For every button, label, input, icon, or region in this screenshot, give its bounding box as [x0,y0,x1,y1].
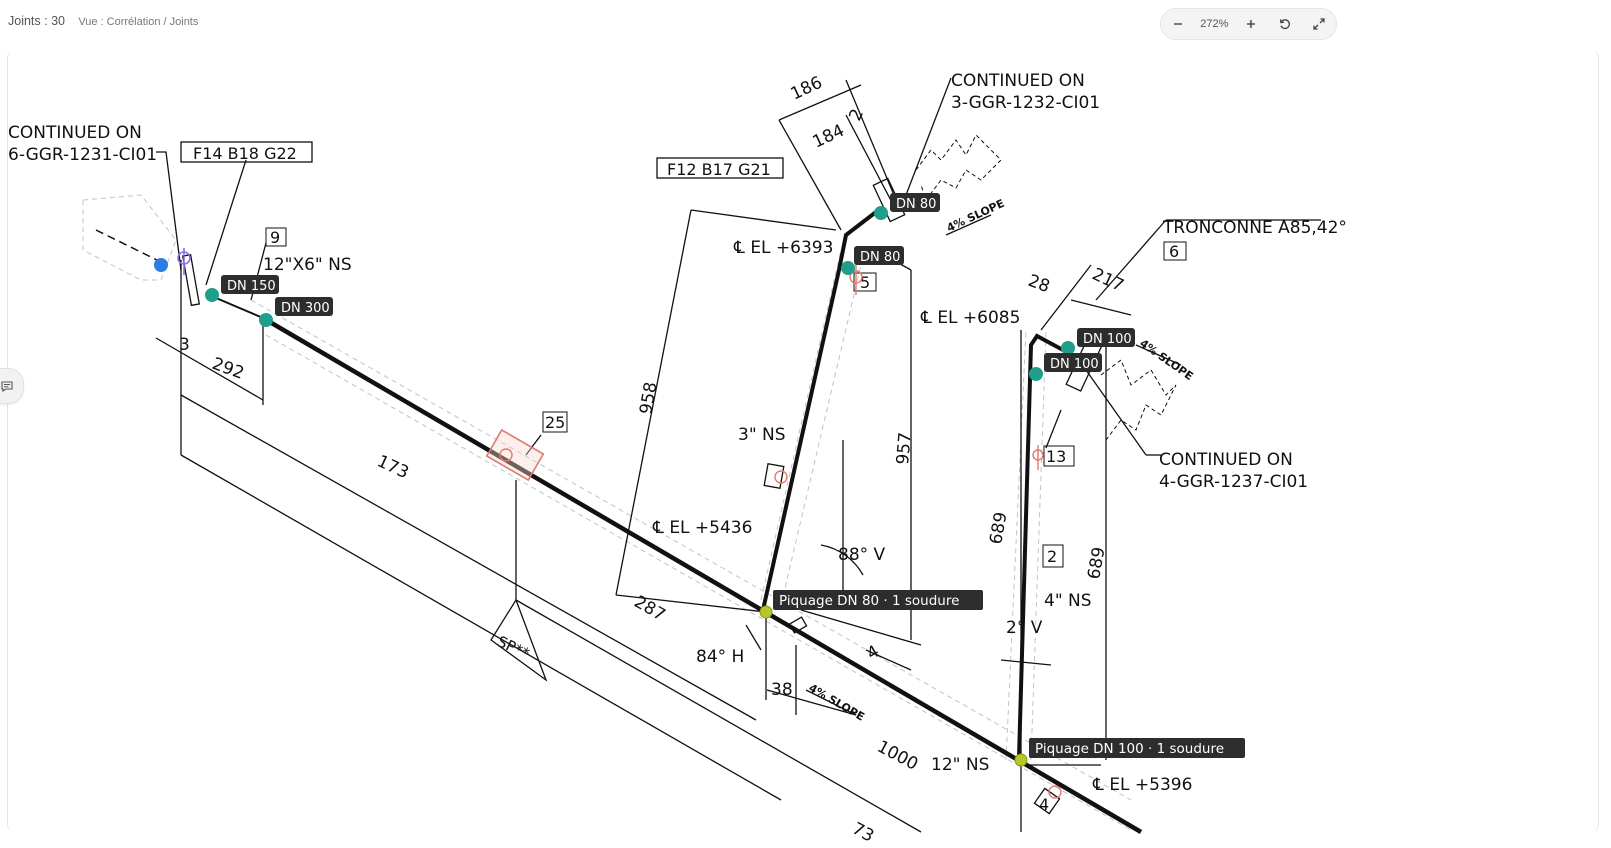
piquage-tag-dn100[interactable]: Piquage DN 100 · 1 soudure [1029,738,1245,758]
tag-dn100-b-text: DN 100 [1050,357,1099,372]
continued-right-line2: 4-GGR-1237-CI01 [1159,472,1308,492]
dim-957: 957 [893,431,916,465]
slope-top: 4% SLOPE [945,197,1007,235]
elevation-6085: ℄ EL +6085 [920,308,1020,328]
size-12x6: 12"X6" NS [263,255,352,275]
box-f14: F14 B18 G22 [193,144,297,163]
angle-2v: 2° V [1006,618,1043,638]
comment-icon [1,381,13,393]
tag-dn100-a[interactable]: DN 100 [1077,328,1135,347]
elevation-5396: ℄ EL +5396 [1092,775,1192,795]
tag-dn300-text: DN 300 [281,301,330,316]
dim-4: 4 [864,642,883,665]
dim-3: 3 [179,335,190,355]
angle-84h: 84° H [696,647,744,667]
isometric-drawing-viewport[interactable]: CONTINUED ON 6-GGR-1231-CI01 CONTINUED O… [7,50,1599,847]
continued-left-line1: CONTINUED ON [8,123,142,143]
dim-28: 28 [1025,271,1052,297]
size-4ns: 4" NS [1044,591,1092,611]
view-label: Vue : Corrélation / Joints [78,16,199,28]
piquage-marker-dn100[interactable] [1014,753,1028,767]
tag-dn150[interactable]: DN 150 [221,275,279,294]
tag-dn100-b[interactable]: DN 100 [1044,353,1102,372]
zoom-toolbar: 272% [1160,8,1337,40]
selected-joint-marker[interactable] [154,258,168,272]
continued-left-line2: 6-GGR-1231-CI01 [8,145,157,165]
box-4: 4 [1039,795,1049,814]
minus-icon [1174,23,1183,25]
elevation-5436: ℄ EL +5436 [652,518,752,538]
rotate-ccw-icon [1279,19,1290,30]
continued-right-line1: CONTINUED ON [1159,450,1293,470]
tag-dn150-text: DN 150 [227,279,276,294]
sp-label: SP** [494,632,532,663]
tag-dn100-a-text: DN 100 [1083,332,1132,347]
size-12ns: 12" NS [931,755,989,775]
angle-88v: 88° V [838,545,886,565]
box-2: 2 [1047,547,1057,566]
continued-top-line2: 3-GGR-1232-CI01 [951,93,1100,113]
zoom-out-button[interactable] [1166,12,1190,36]
tag-dn80-a-text: DN 80 [896,197,936,212]
tag-dn80-a[interactable]: DN 80 [890,193,940,212]
box-25: 25 [545,413,565,432]
joint-marker-dn100-b[interactable] [1029,367,1043,381]
elevation-6393: ℄ EL +6393 [733,238,833,258]
joint-count: Joints : 30 [8,14,65,28]
dim-38: 38 [771,680,793,700]
size-3ns: 3" NS [738,425,786,445]
piquage-tag-dn80-text: Piquage DN 80 · 1 soudure [779,593,959,609]
box-6: 6 [1169,242,1179,261]
box-9: 9 [270,228,280,247]
zoom-in-button[interactable] [1239,12,1263,36]
dim-292: 292 [209,354,246,384]
dim-184: 184 [810,121,848,153]
dim-186: 186 [788,73,826,105]
header-info: Joints : 30 Vue : Corrélation / Joints [8,14,198,28]
joint-marker-dn150[interactable] [205,288,219,302]
isometric-drawing: CONTINUED ON 6-GGR-1231-CI01 CONTINUED O… [8,71,1347,847]
expand-icon [1313,18,1325,30]
comments-toggle[interactable] [0,368,24,404]
plus-icon [1246,20,1255,28]
joint-marker-dn300[interactable] [259,313,273,327]
continued-top-line1: CONTINUED ON [951,71,1085,91]
dim-958: 958 [636,380,661,415]
dim-217: 217 [1089,264,1127,296]
piquage-tag-dn100-text: Piquage DN 100 · 1 soudure [1035,741,1224,757]
dim-173: 173 [374,451,412,483]
tag-dn300[interactable]: DN 300 [275,297,333,316]
tag-dn80-b[interactable]: DN 80 [854,246,904,265]
joint-marker-dn80-b[interactable] [841,261,855,275]
joint-marker-dn100-a[interactable] [1061,341,1075,355]
fullscreen-button[interactable] [1307,12,1331,36]
tronconne-label: TRONCONNE A85,42° [1162,218,1347,238]
dim-1000: 1000 [874,737,922,775]
piquage-marker-dn80[interactable] [759,605,773,619]
dim-689-left: 689 [986,510,1011,545]
joint-marker-dn80-a[interactable] [874,206,888,220]
piquage-tag-dn80[interactable]: Piquage DN 80 · 1 soudure [773,590,983,610]
zoom-level: 272% [1200,18,1229,30]
box-f12: F12 B17 G21 [667,160,771,179]
box-13: 13 [1046,447,1066,466]
slope-bottom: 4% SLOPE [807,681,867,723]
slope-right: 4% SLOPE [1137,337,1195,383]
dim-73: 73 [849,819,877,847]
reset-view-button[interactable] [1273,12,1297,36]
box-5: 5 [860,273,870,292]
tag-dn80-b-text: DN 80 [860,250,900,265]
